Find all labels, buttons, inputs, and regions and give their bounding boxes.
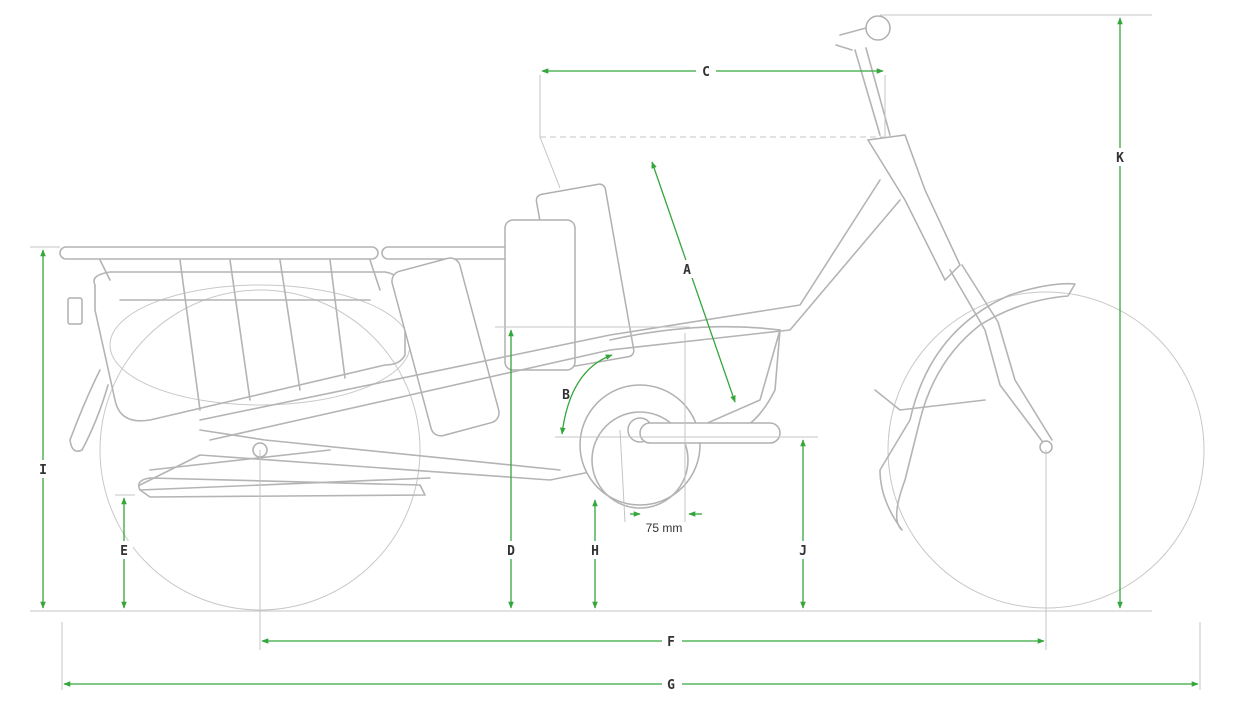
label-h: H xyxy=(591,544,599,559)
chainstay xyxy=(139,449,431,491)
lower-frame xyxy=(139,329,781,486)
rear-fender xyxy=(69,369,109,453)
label-d: D xyxy=(507,544,515,559)
label-g: G xyxy=(667,678,675,693)
dimension-line-a xyxy=(651,161,736,403)
label-j: J xyxy=(799,544,807,559)
label-e: E xyxy=(120,544,128,559)
footrest xyxy=(137,477,426,498)
label-i: I xyxy=(39,463,47,478)
rear-rack xyxy=(59,246,583,422)
handlebar-clamp xyxy=(865,15,891,41)
chainring xyxy=(591,411,689,509)
battery-rear xyxy=(391,257,500,437)
rear-wheel-disk xyxy=(109,284,411,406)
bike-drawing xyxy=(30,15,1205,612)
stem xyxy=(854,47,891,136)
battery-lower xyxy=(504,219,576,371)
label-b: B xyxy=(562,388,570,403)
offset-label: 75 mm xyxy=(646,521,683,535)
front-fork xyxy=(949,264,1053,446)
dimension-labels: C K A B I E D H J F G 75 mm xyxy=(35,62,1128,693)
motor-housing xyxy=(579,384,701,506)
front-fender xyxy=(879,282,1076,531)
label-a: A xyxy=(683,263,691,278)
label-k: K xyxy=(1116,151,1124,166)
head-tube xyxy=(866,134,961,282)
label-c: C xyxy=(702,65,710,80)
label-f: F xyxy=(667,635,675,650)
crank-arm xyxy=(639,422,781,444)
dimension-arc-b xyxy=(560,354,613,435)
seat-stay xyxy=(199,429,561,471)
